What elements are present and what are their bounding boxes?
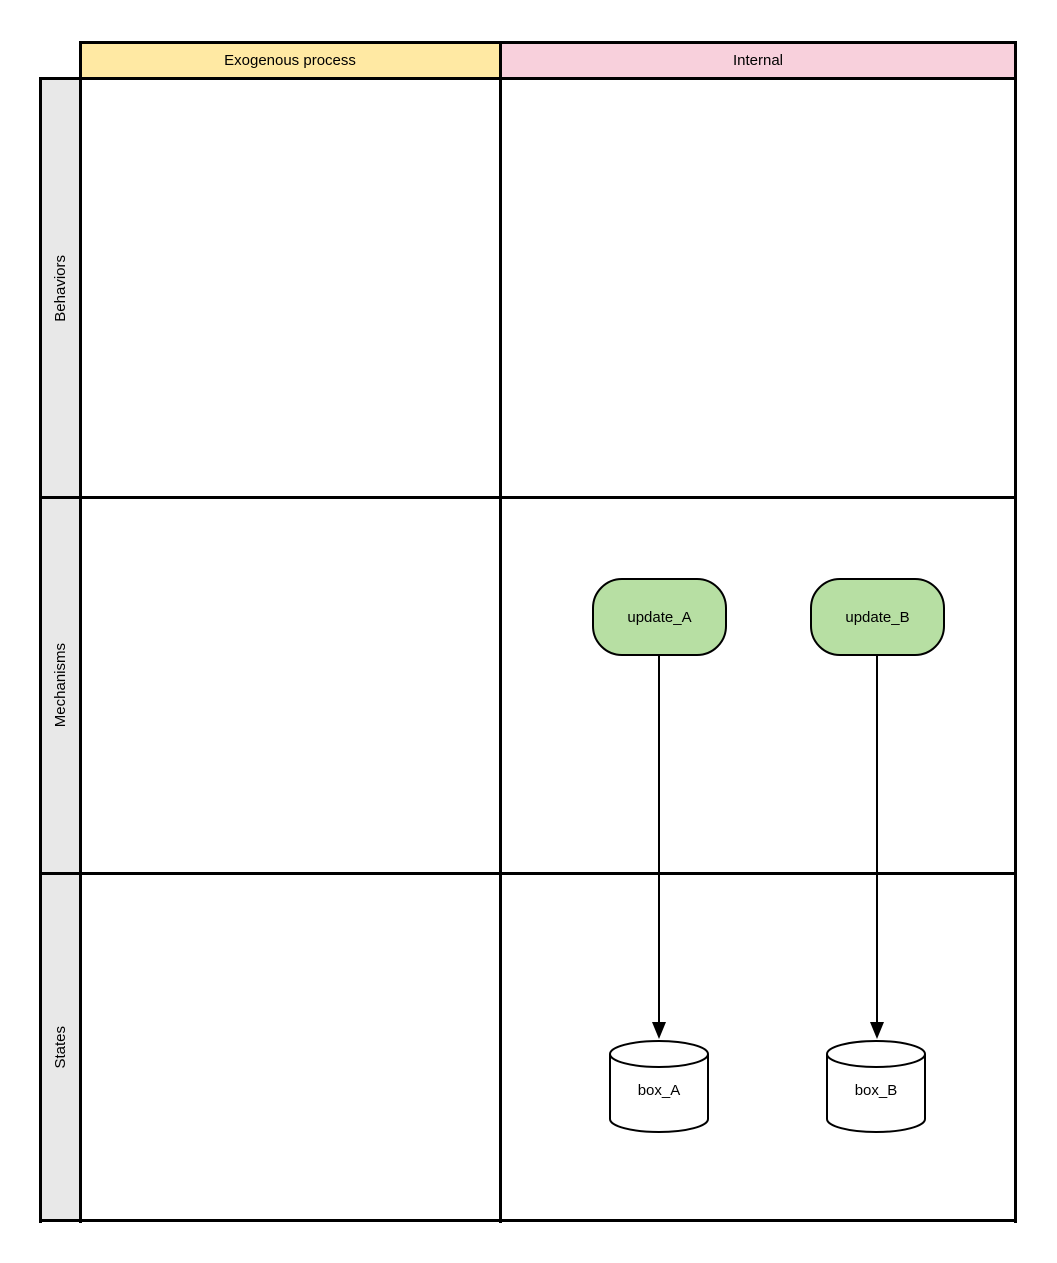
- column-header-exogenous-process: Exogenous process: [80, 42, 500, 78]
- row-header-label: States: [51, 1025, 69, 1069]
- column-header-cell-internal: [500, 42, 1016, 78]
- row-header-label: Behaviors: [51, 254, 69, 322]
- column-header-label: Exogenous process: [224, 51, 356, 69]
- grid-line-vertical-rowheader-right: [79, 41, 82, 1223]
- cylinder-icon: [826, 1040, 926, 1133]
- grid-line-horizontal-header-bottom: [39, 77, 1017, 80]
- row-header-column-fill: [40, 78, 80, 1221]
- grid-line-vertical-column-divider: [499, 41, 502, 1223]
- node-label: box_B: [854, 1082, 898, 1099]
- grid-line-horizontal-row-divider-2: [39, 872, 1017, 875]
- grid-line-horizontal-row-divider-1: [39, 496, 1017, 499]
- row-header-states: States: [40, 875, 80, 1219]
- edge-update-b-to-box-b: [876, 655, 878, 1022]
- grid-line-horizontal-bottom: [39, 1219, 1017, 1222]
- arrowhead-icon: [652, 1022, 666, 1039]
- column-header-internal: Internal: [500, 42, 1016, 78]
- row-header-behaviors: Behaviors: [40, 80, 80, 496]
- node-label: update_B: [845, 608, 910, 626]
- node-label: update_A: [627, 608, 692, 626]
- node-box-a: box_A: [609, 1040, 709, 1133]
- node-update-a: update_A: [592, 578, 727, 656]
- arrowhead-icon: [870, 1022, 884, 1039]
- row-header-label: Mechanisms: [51, 643, 69, 728]
- node-update-b: update_B: [810, 578, 945, 656]
- grid-line-horizontal-top: [79, 41, 1017, 44]
- column-header-label: Internal: [732, 51, 784, 69]
- grid-line-vertical-left-outer: [39, 77, 42, 1223]
- row-header-mechanisms: Mechanisms: [40, 499, 80, 872]
- node-box-b: box_B: [826, 1040, 926, 1133]
- column-header-cell-exogenous: [80, 42, 500, 78]
- grid-line-vertical-right-outer: [1014, 41, 1017, 1223]
- edge-update-a-to-box-a: [658, 655, 660, 1022]
- node-label: box_A: [637, 1082, 681, 1099]
- cylinder-icon: [609, 1040, 709, 1133]
